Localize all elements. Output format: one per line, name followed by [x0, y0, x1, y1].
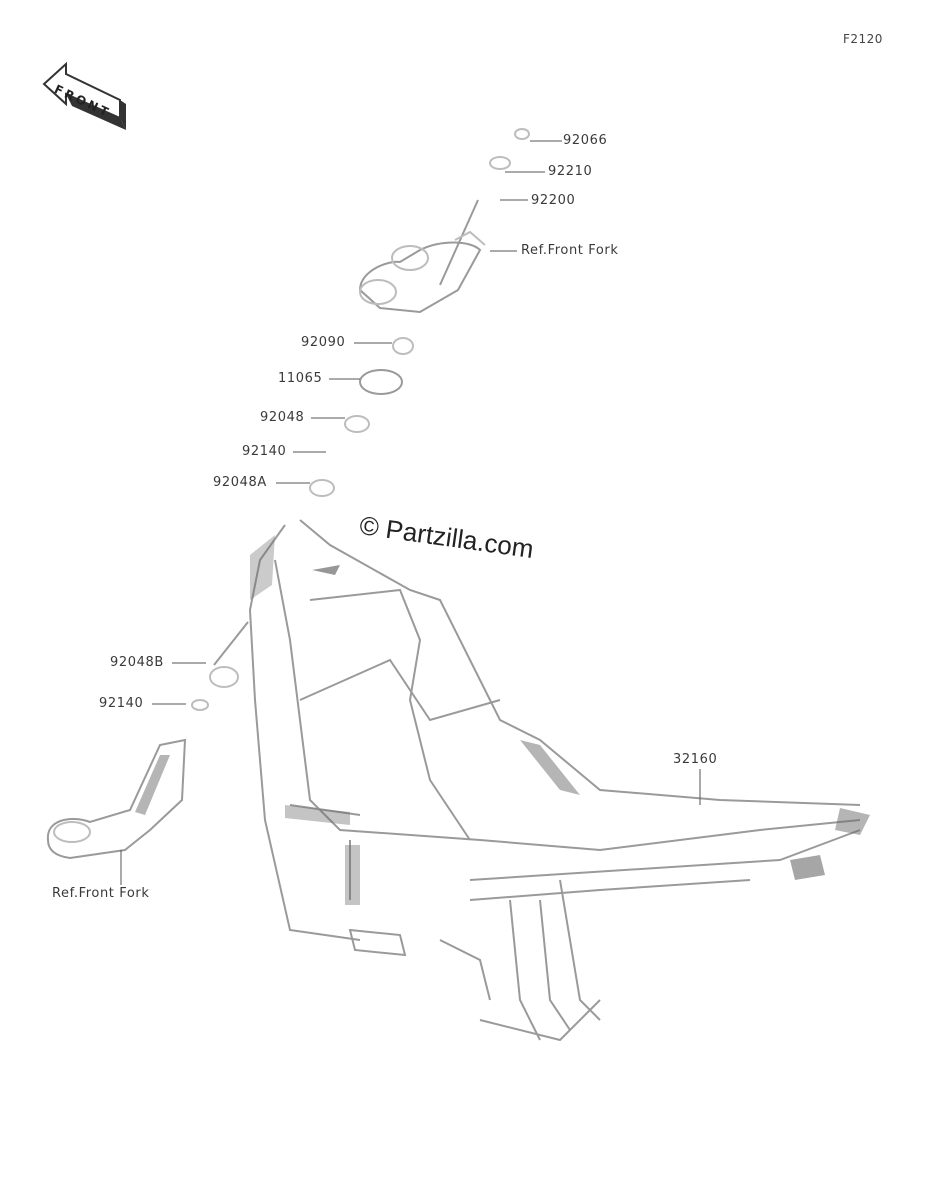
callout-11065: 11065	[278, 371, 323, 386]
callout-92090: 92090	[301, 335, 346, 350]
callout-92048b: 92048B	[110, 655, 164, 670]
leader-lines	[120, 140, 701, 885]
front-arrow-icon	[42, 61, 126, 130]
steering-parts	[309, 128, 530, 497]
callout-92200: 92200	[531, 193, 576, 208]
frame-drawing	[248, 519, 870, 1042]
callout-ref-front-fork-bottom: Ref.Front Fork	[52, 886, 150, 901]
lower-bracket-drawing	[46, 621, 249, 860]
callout-92048: 92048	[260, 410, 305, 425]
callout-92140-lower: 92140	[99, 696, 144, 711]
callout-92066: 92066	[563, 133, 608, 148]
figure-id: F2120	[843, 32, 883, 46]
callout-92048a: 92048A	[213, 475, 267, 490]
callout-92210: 92210	[548, 164, 593, 179]
callout-32160: 32160	[673, 752, 718, 767]
callout-ref-front-fork-top: Ref.Front Fork	[521, 243, 619, 258]
callout-92140: 92140	[242, 444, 287, 459]
